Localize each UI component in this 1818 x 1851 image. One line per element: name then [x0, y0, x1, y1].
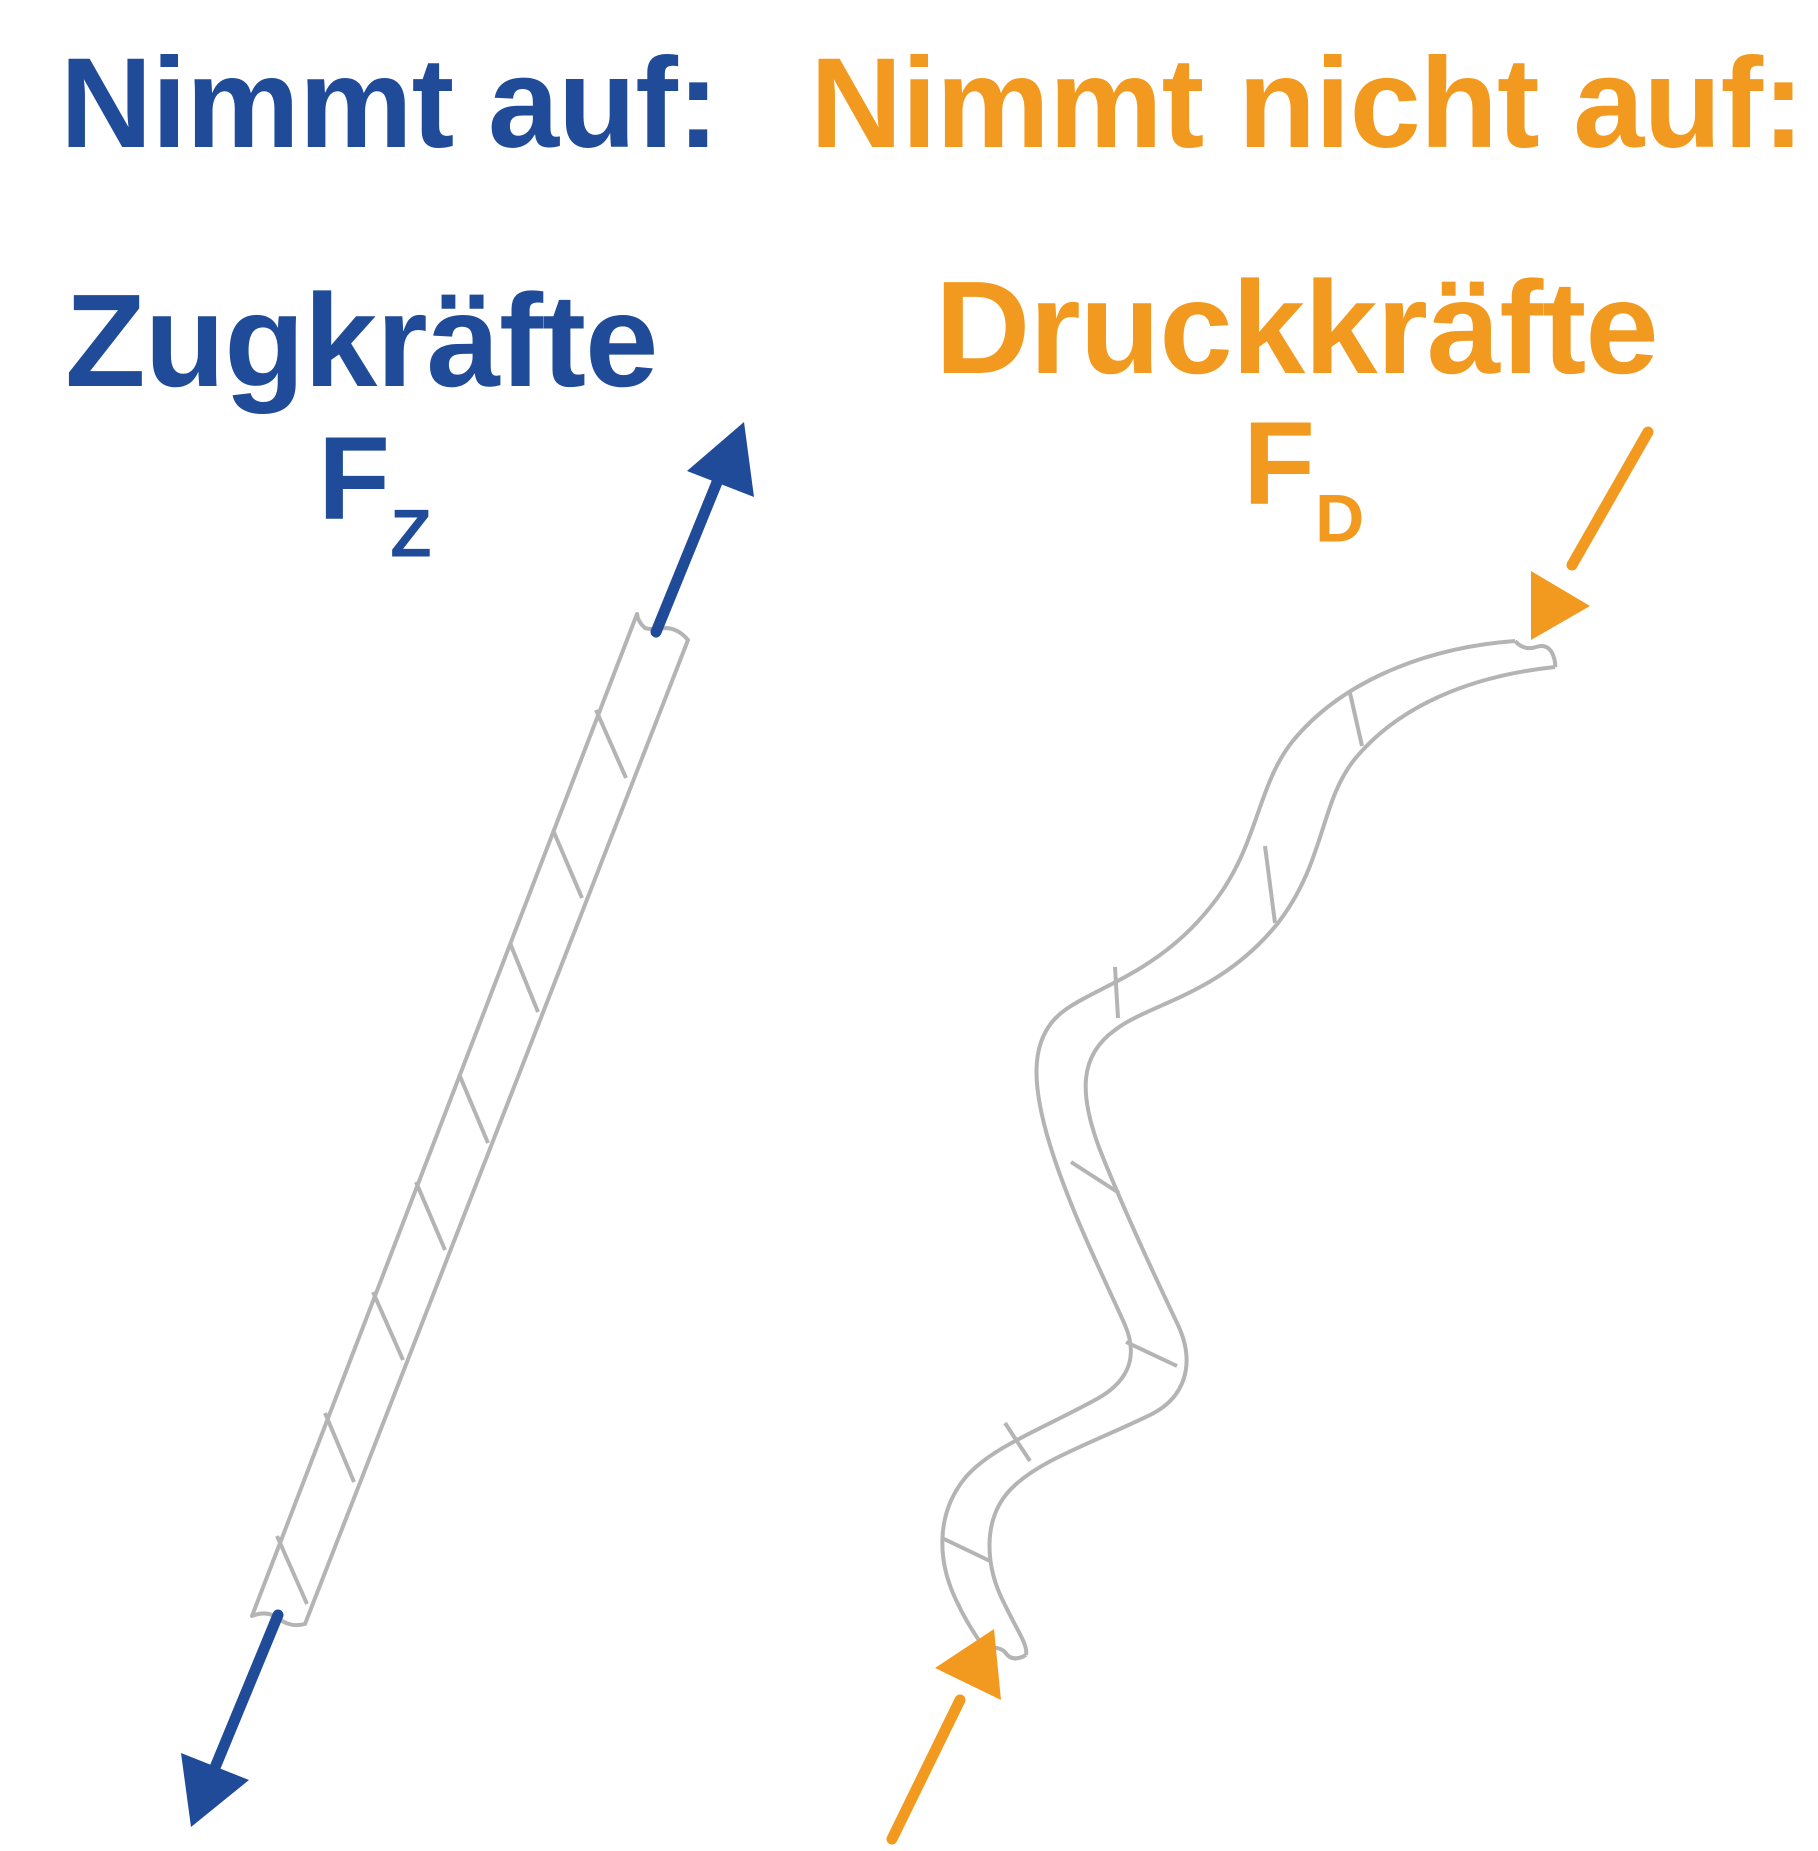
- heading-takes-up: Nimmt auf:: [60, 32, 719, 175]
- symbol-fd-letter: F: [1243, 398, 1316, 530]
- slack-rope-icon: [940, 639, 1558, 1661]
- tension-arrow-icon: [181, 1609, 284, 1827]
- symbol-fz: FZ: [318, 420, 432, 567]
- label-tensile-forces: Zugkräfte: [65, 267, 658, 414]
- taut-rope-icon: [250, 612, 690, 1628]
- symbol-fd: FD: [1243, 405, 1364, 552]
- symbol-fd-subscript: D: [1315, 480, 1365, 557]
- tension-arrow-icon: [650, 422, 754, 638]
- heading-does-not-take-up: Nimmt nicht auf:: [810, 32, 1805, 175]
- label-compressive-forces: Druckkräfte: [935, 254, 1659, 401]
- compression-arrow-icon: [886, 1629, 1001, 1845]
- compression-arrow-icon: [1531, 426, 1654, 640]
- symbol-fz-subscript: Z: [390, 495, 432, 572]
- symbol-fz-letter: F: [318, 413, 391, 545]
